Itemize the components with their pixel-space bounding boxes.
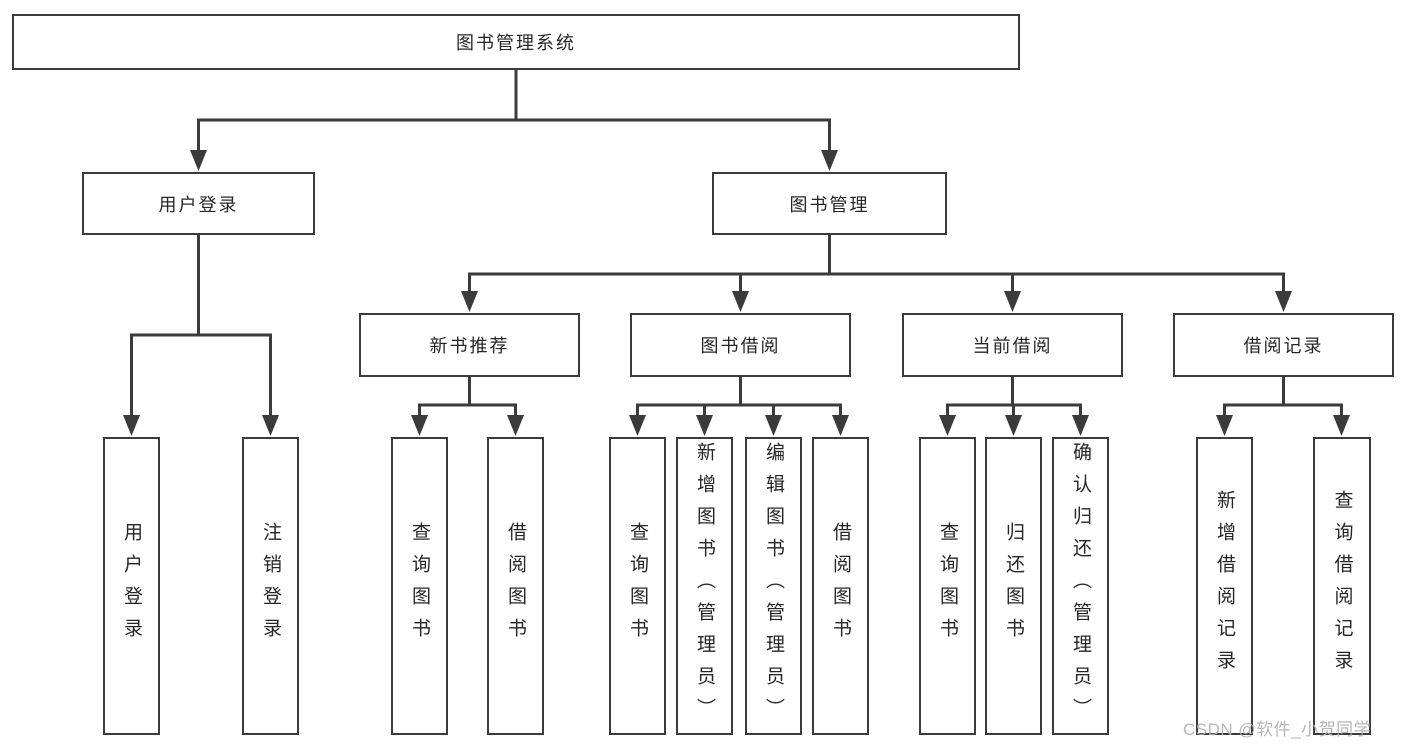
leaf-query-books-borrowing: 查询图书 — [609, 437, 666, 735]
node-label: 借阅图书 — [830, 522, 851, 650]
leaf-return-book: 归还图书 — [985, 437, 1042, 735]
node-label: 新书推荐 — [429, 336, 510, 356]
leaf-user-login: 用户登录 — [103, 437, 160, 735]
node-label: 新增图书（管理员） — [694, 442, 715, 730]
leaf-confirm-return-admin: 确认归还（管理员） — [1052, 437, 1109, 735]
node-book-management: 图书管理 — [712, 172, 947, 235]
node-current-borrowing: 当前借阅 — [902, 313, 1123, 377]
node-label: 查询图书 — [937, 522, 958, 650]
node-label: 新增借阅记录 — [1214, 490, 1235, 682]
node-label: 查询图书 — [627, 522, 648, 650]
leaf-query-books-current: 查询图书 — [919, 437, 976, 735]
csdn-watermark: CSDN @软件_小贺同学 — [1183, 720, 1372, 739]
node-label: 借阅图书 — [505, 522, 526, 650]
node-new-book-recommend: 新书推荐 — [359, 313, 580, 377]
node-library-management-system: 图书管理系统 — [12, 14, 1020, 70]
node-label: 用户登录 — [158, 194, 239, 215]
node-label: 图书管理 — [789, 194, 870, 215]
node-label: 归还图书 — [1003, 522, 1024, 650]
leaf-borrow-books-borrowing: 借阅图书 — [812, 437, 869, 735]
node-label: 确认归还（管理员） — [1070, 442, 1091, 730]
node-label: 当前借阅 — [972, 336, 1053, 356]
leaf-edit-book-admin: 编辑图书（管理员） — [745, 437, 802, 735]
node-label: 查询图书 — [409, 522, 430, 650]
leaf-query-borrow-record: 查询借阅记录 — [1313, 437, 1371, 735]
leaf-add-borrow-record: 新增借阅记录 — [1196, 437, 1253, 735]
node-label: 查询借阅记录 — [1331, 490, 1353, 682]
leaf-add-book-admin: 新增图书（管理员） — [676, 437, 733, 735]
leaf-borrow-books-recommend: 借阅图书 — [487, 437, 544, 735]
node-label: 图书管理系统 — [456, 33, 576, 53]
node-label: 图书借阅 — [700, 336, 781, 356]
leaf-query-books-recommend: 查询图书 — [391, 437, 448, 735]
node-label: 用户登录 — [121, 522, 142, 650]
leaf-logout-login: 注销登录 — [242, 437, 299, 735]
node-user-login: 用户登录 — [82, 172, 315, 235]
node-borrow-records: 借阅记录 — [1173, 313, 1394, 377]
node-label: 编辑图书（管理员） — [763, 442, 784, 730]
node-label: 借阅记录 — [1243, 336, 1324, 356]
node-label: 注销登录 — [260, 522, 281, 650]
node-book-borrowing: 图书借阅 — [630, 313, 851, 377]
